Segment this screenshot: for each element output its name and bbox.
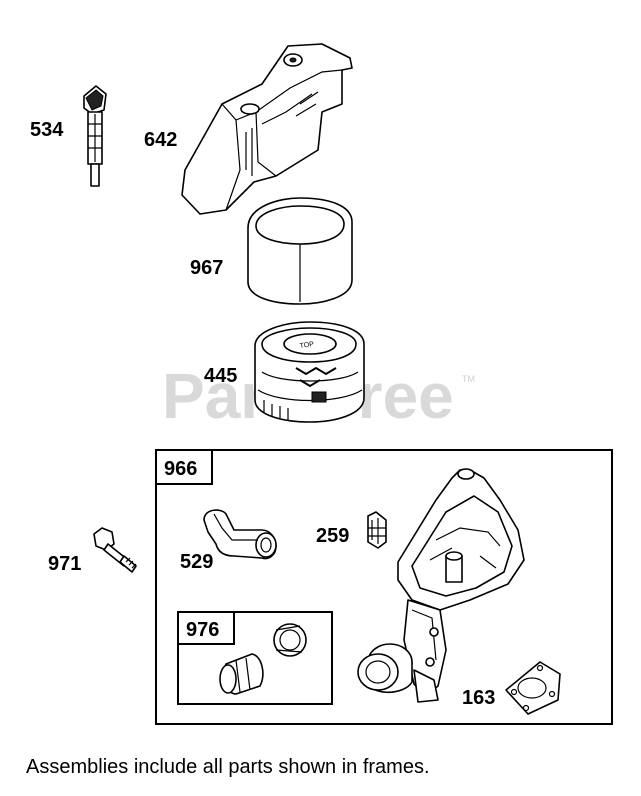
callout-259: 259 (316, 525, 349, 547)
part-259-drawing (367, 511, 387, 549)
frame-976 (177, 611, 333, 705)
watermark-trademark: TM (462, 374, 475, 384)
callout-labels: 534 642 967 445 971 966 529 259 976 163 (30, 119, 495, 709)
callout-445: 445 (204, 365, 237, 387)
part-967-drawing (247, 197, 353, 305)
callout-976: 976 (186, 619, 219, 641)
part-971-drawing (93, 527, 137, 573)
part-976-drawing (219, 623, 307, 695)
callout-967: 967 (190, 257, 223, 279)
callout-966: 966 (164, 458, 197, 480)
part-642-drawing (181, 43, 353, 215)
part-base-drawing (357, 468, 525, 703)
assemblies-footnote: Assemblies include all parts shown in fr… (26, 756, 430, 778)
callout-529: 529 (180, 551, 213, 573)
part-445-drawing: TOP (254, 321, 365, 423)
callout-642: 642 (144, 129, 177, 151)
callout-534: 534 (30, 119, 64, 141)
part-163-drawing (505, 661, 561, 715)
filter-top-print: TOP (299, 341, 314, 350)
callout-971: 971 (48, 553, 81, 575)
callout-163: 163 (462, 687, 495, 709)
part-529-drawing (203, 509, 277, 560)
frame-966 (155, 449, 613, 725)
part-534-drawing (83, 85, 107, 187)
